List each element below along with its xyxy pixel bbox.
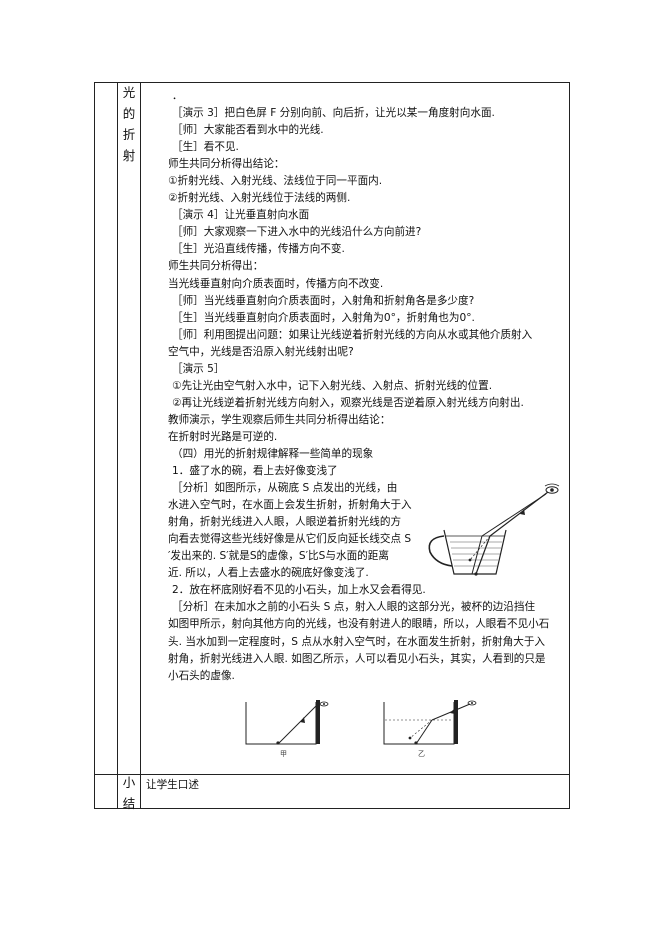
summary-text: 让学生口述 (146, 779, 199, 791)
content-line: ［师］利用图提出问题：如果让光线逆着折射光线的方向从水或其他介质射入 (172, 328, 533, 341)
section-label: 光 的 折 射 (119, 82, 139, 166)
content-line: ［演示 5］ (172, 362, 225, 375)
eye-icon (319, 701, 329, 707)
content-line: ①折射光线、入射光线、法线位于同一平面内. (168, 175, 383, 188)
content-line: ［生］当光线垂直射向介质表面时，入射角为0°，折射角也为0°. (172, 311, 475, 324)
content-line: ［师］大家能否看到水中的光线. (172, 124, 324, 137)
section-label-char: 的 (122, 106, 136, 121)
content-line: 头. 当水加到一定程度时，S 点从水射入空气时，在水面发生折射，折射角大于入 (168, 635, 546, 648)
row-divider (94, 774, 570, 775)
content-line: ［分析］在未加水之前的小石头 S 点，射入人眼的这部分光，被杯的边沿挡住 (172, 601, 536, 614)
content-line: ②再让光线逆着折射光线方向射入，观察光线是否逆着原入射光线方向射出. (172, 396, 524, 409)
summary-label: 小 结 (119, 772, 139, 814)
eye-icon (544, 483, 560, 494)
content-line: 2．放在杯底刚好看不见的小石头，加上水又会看得见. (172, 584, 426, 597)
content-line: ［师］大家观察一下进入水中的光线沿什么方向前进? (172, 226, 422, 239)
summary-label-char: 结 (122, 796, 136, 811)
content-line: （四）用光的折射规律解释一些简单的现象 (172, 447, 374, 460)
bowl-refraction-figure (428, 483, 560, 576)
section-label-char: 折 (122, 127, 136, 142)
content-line: 向看去觉得这些光线好像是从它们反向延长线交点 S (168, 533, 412, 546)
content-line: 水进入空气时，在水面上会发生折射，折射角大于入 (168, 499, 412, 512)
figure-jia-label: 甲 (280, 750, 287, 758)
figure-jia: 甲 (245, 700, 329, 758)
content-line: ［演示 4］让光垂直射向水面 (172, 209, 310, 222)
content-line: 教师演示，学生观察后师生共同分析得出结论： (168, 413, 391, 426)
eye-icon (467, 700, 477, 706)
content-line: ［师］当光线垂直射向介质表面时，入射角和折射角各是多少度? (172, 294, 475, 307)
content-line: ［生］看不见. (172, 141, 239, 154)
content-line: 在折射时光路是可逆的. (168, 430, 278, 443)
content-line: ①先让光由空气射入水中，记下入射光线、入射点、折射光线的位置. (172, 379, 493, 392)
figure-yi: 乙 (383, 700, 477, 758)
content-line: 1．盛了水的碗，看上去好像变浅了 (172, 465, 338, 478)
content-line: 近. 所以，人看上去盛水的碗底好像变浅了. (168, 567, 369, 580)
column-divider-right (140, 82, 141, 809)
section-label-char: 射 (122, 148, 136, 163)
lesson-content: ． ［演示 3］把白色屏 F 分别向前、向后折，让光以某一角度射向水面. ［师］大家… (146, 88, 566, 685)
content-line: ． (172, 90, 183, 102)
content-line: ′发出来的. S′就是S的虚像，S′比S与水面的距离 (168, 550, 389, 563)
content-line: 小石头的虚像. (168, 669, 235, 682)
section-label-char: 光 (122, 85, 136, 100)
content-line: ［生］光沿直线传播，传播方向不变. (172, 243, 345, 256)
summary-label-char: 小 (122, 775, 136, 790)
content-line: ［分析］如图所示，从碗底 S 点发出的光线，由 (172, 482, 398, 495)
content-line: ②折射光线、入射光线位于法线的两侧. (168, 192, 351, 205)
figure-yi-label: 乙 (418, 750, 425, 758)
content-line: 师生共同分析得出： (168, 260, 264, 273)
lesson-table (94, 82, 570, 809)
content-line: 当光线垂直射向介质表面时，传播方向不改变. (168, 277, 384, 290)
content-line: 师生共同分析得出结论： (168, 158, 285, 171)
content-line: 射角，折射光线进入人眼. 如图乙所示，人可以看见小石头，其实，人看到的只是 (168, 652, 546, 665)
content-line: ［演示 3］把白色屏 F 分别向前、向后折，让光以某一角度射向水面. (172, 107, 495, 120)
content-line: 空气中，光线是否沿原入射光线射出呢? (168, 345, 354, 358)
content-line: 如图甲所示，射向其他方向的光线，也没有射进人的眼睛，所以，人眼看不见小石 (168, 618, 550, 631)
content-line: 射角，折射光线进入人眼，人眼逆着折射光线的方 (168, 516, 402, 529)
column-divider-left (117, 82, 118, 809)
